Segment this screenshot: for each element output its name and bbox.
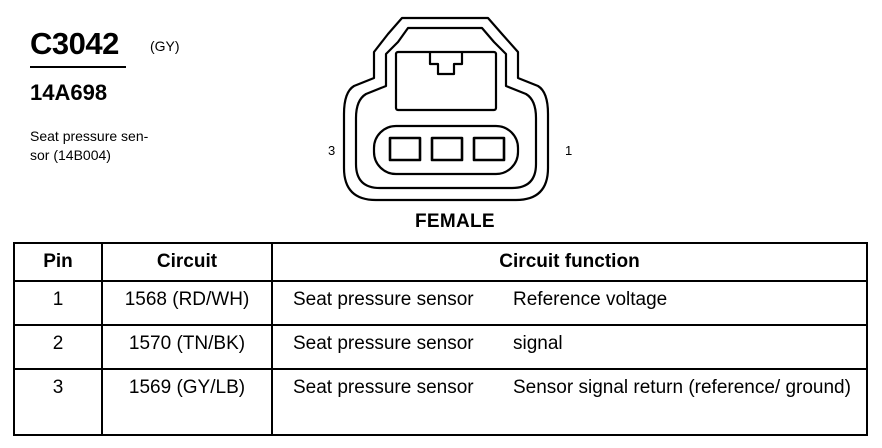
circuit-cell: 1569 (GY/LB) — [101, 368, 273, 436]
circuit-cell: 1568 (RD/WH) — [101, 280, 273, 326]
pin-cell: 2 — [13, 324, 103, 370]
terminal-2 — [430, 136, 464, 162]
tab-notch — [428, 52, 464, 76]
function-component: Seat pressure sensor — [293, 289, 474, 310]
connector-id: C3042 — [30, 26, 119, 61]
header-circuit-function: Circuit function — [271, 242, 868, 282]
header-pin: Pin — [13, 242, 103, 282]
table-row: 3 1569 (GY/LB) Seat pressure sensor Sens… — [13, 368, 868, 436]
function-description: signal — [513, 333, 563, 354]
connector-color: (GY) — [150, 38, 180, 54]
function-cell: Seat pressure sensor Sensor signal retur… — [271, 368, 868, 436]
function-cell: Seat pressure sensor signal — [271, 324, 868, 370]
description-line: sor (14B004) — [30, 147, 111, 163]
part-number: 14A698 — [30, 80, 108, 105]
connector-gender: FEMALE — [415, 211, 495, 232]
connector-description: Seat pressure sen- sor (14B004) — [30, 127, 180, 165]
table-header-row: Pin Circuit Circuit function — [13, 242, 868, 282]
circuit-cell: 1570 (TN/BK) — [101, 324, 273, 370]
function-component: Seat pressure sensor — [293, 333, 474, 354]
terminal-surround — [372, 124, 520, 176]
table-row: 2 1570 (TN/BK) Seat pressure sensor sign… — [13, 324, 868, 370]
terminal-3 — [388, 136, 422, 162]
function-component: Seat pressure sensor — [293, 377, 474, 398]
pin-cell: 1 — [13, 280, 103, 326]
connector-face-diagram — [342, 16, 550, 202]
terminal-1 — [472, 136, 506, 162]
pin-label-right: 1 — [565, 143, 573, 158]
function-description: Sensor signal return (reference/ ground) — [513, 377, 851, 398]
pin-cell: 3 — [13, 368, 103, 436]
pin-label-left: 3 — [328, 143, 336, 158]
header-circuit: Circuit — [101, 242, 273, 282]
locking-tab — [394, 50, 498, 112]
housing-inner — [354, 26, 538, 190]
description-line: Seat pressure sen- — [30, 128, 149, 144]
title-divider — [30, 66, 126, 68]
function-description: Reference voltage — [513, 289, 668, 310]
function-cell: Seat pressure sensor Reference voltage — [271, 280, 868, 326]
housing-outline — [342, 16, 550, 202]
table-row: 1 1568 (RD/WH) Seat pressure sensor Refe… — [13, 280, 868, 326]
pinout-table: Pin Circuit Circuit function 1 1568 (RD/… — [13, 242, 868, 436]
